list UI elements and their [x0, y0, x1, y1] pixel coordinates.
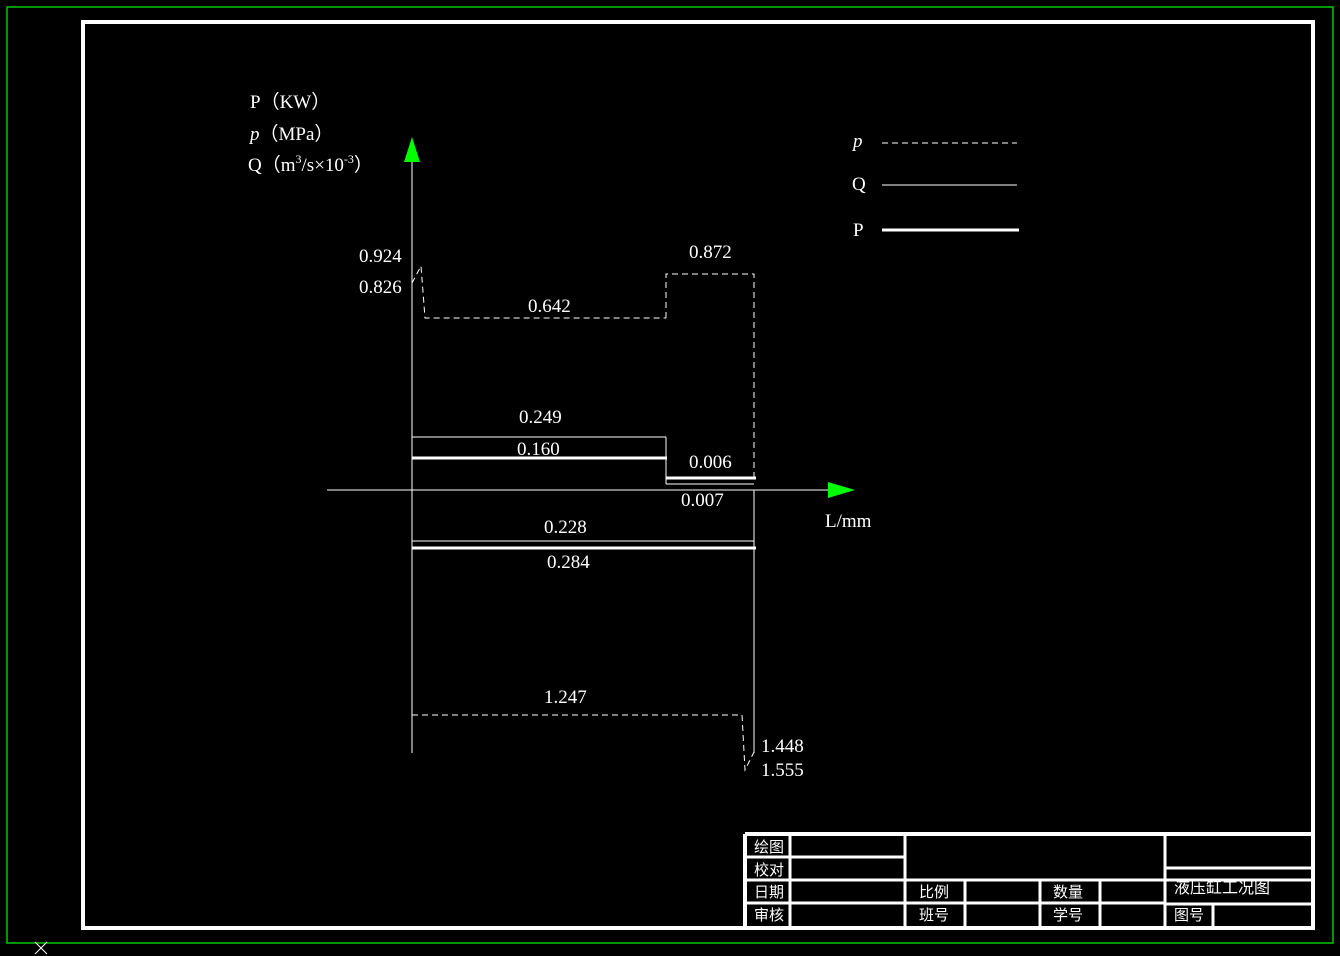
title-block-class-no: 班号 [919, 906, 949, 924]
x-axis [327, 482, 855, 498]
value-q-fast-forward: 0.249 [519, 407, 562, 428]
title-block-reviewed-by: 审核 [754, 906, 784, 924]
title-block [743, 832, 1313, 928]
title-block-drawing-no: 图号 [1174, 906, 1204, 924]
y-title-pressure: p（MPa） [248, 123, 333, 145]
value-q-work-feed: 0.007 [681, 490, 724, 511]
value-p-start-low: 0.826 [359, 277, 402, 298]
pressure-curve-return [412, 714, 755, 772]
legend: p Q P [851, 131, 1019, 241]
legend-power-label: P [853, 220, 864, 241]
value-p-start-high: 0.924 [359, 246, 402, 267]
legend-flow-label: Q [852, 174, 866, 195]
y-axis [404, 137, 420, 753]
title-block-checked-by: 校对 [754, 861, 784, 879]
value-p-return: 1.247 [544, 687, 587, 708]
x-axis-arrow-icon [828, 482, 855, 498]
y-title-power: P（KW） [250, 91, 330, 113]
value-p-end-a: 1.448 [761, 736, 804, 757]
value-q-return: 0.228 [544, 517, 587, 538]
value-p-end-b: 1.555 [761, 760, 804, 781]
legend-pressure-label: p [851, 131, 863, 152]
drawing-frame [81, 20, 1315, 930]
title-block-drawn-by: 绘图 [754, 838, 784, 856]
title-block-drawing-title: 液压缸工况图 [1174, 878, 1270, 897]
y-axis-arrow-icon [404, 137, 420, 162]
value-p-fast-forward: 0.642 [528, 296, 571, 317]
value-p-work-feed: 0.872 [689, 242, 732, 263]
value-power-work-feed: 0.006 [689, 452, 732, 473]
title-block-scale: 比例 [919, 883, 949, 901]
cursor-cross-icon [34, 941, 48, 955]
value-power-return: 0.284 [547, 552, 590, 573]
pressure-curve-forward [411, 264, 755, 478]
title-block-date: 日期 [754, 883, 784, 901]
outer-border [6, 6, 1334, 944]
x-axis-label: L/mm [825, 511, 872, 532]
y-title-flow: Q（m3/s×10-3） [248, 152, 373, 176]
value-power-fast-forward: 0.160 [517, 439, 560, 460]
title-block-quantity: 数量 [1053, 883, 1083, 901]
title-block-student-no: 学号 [1053, 906, 1083, 924]
